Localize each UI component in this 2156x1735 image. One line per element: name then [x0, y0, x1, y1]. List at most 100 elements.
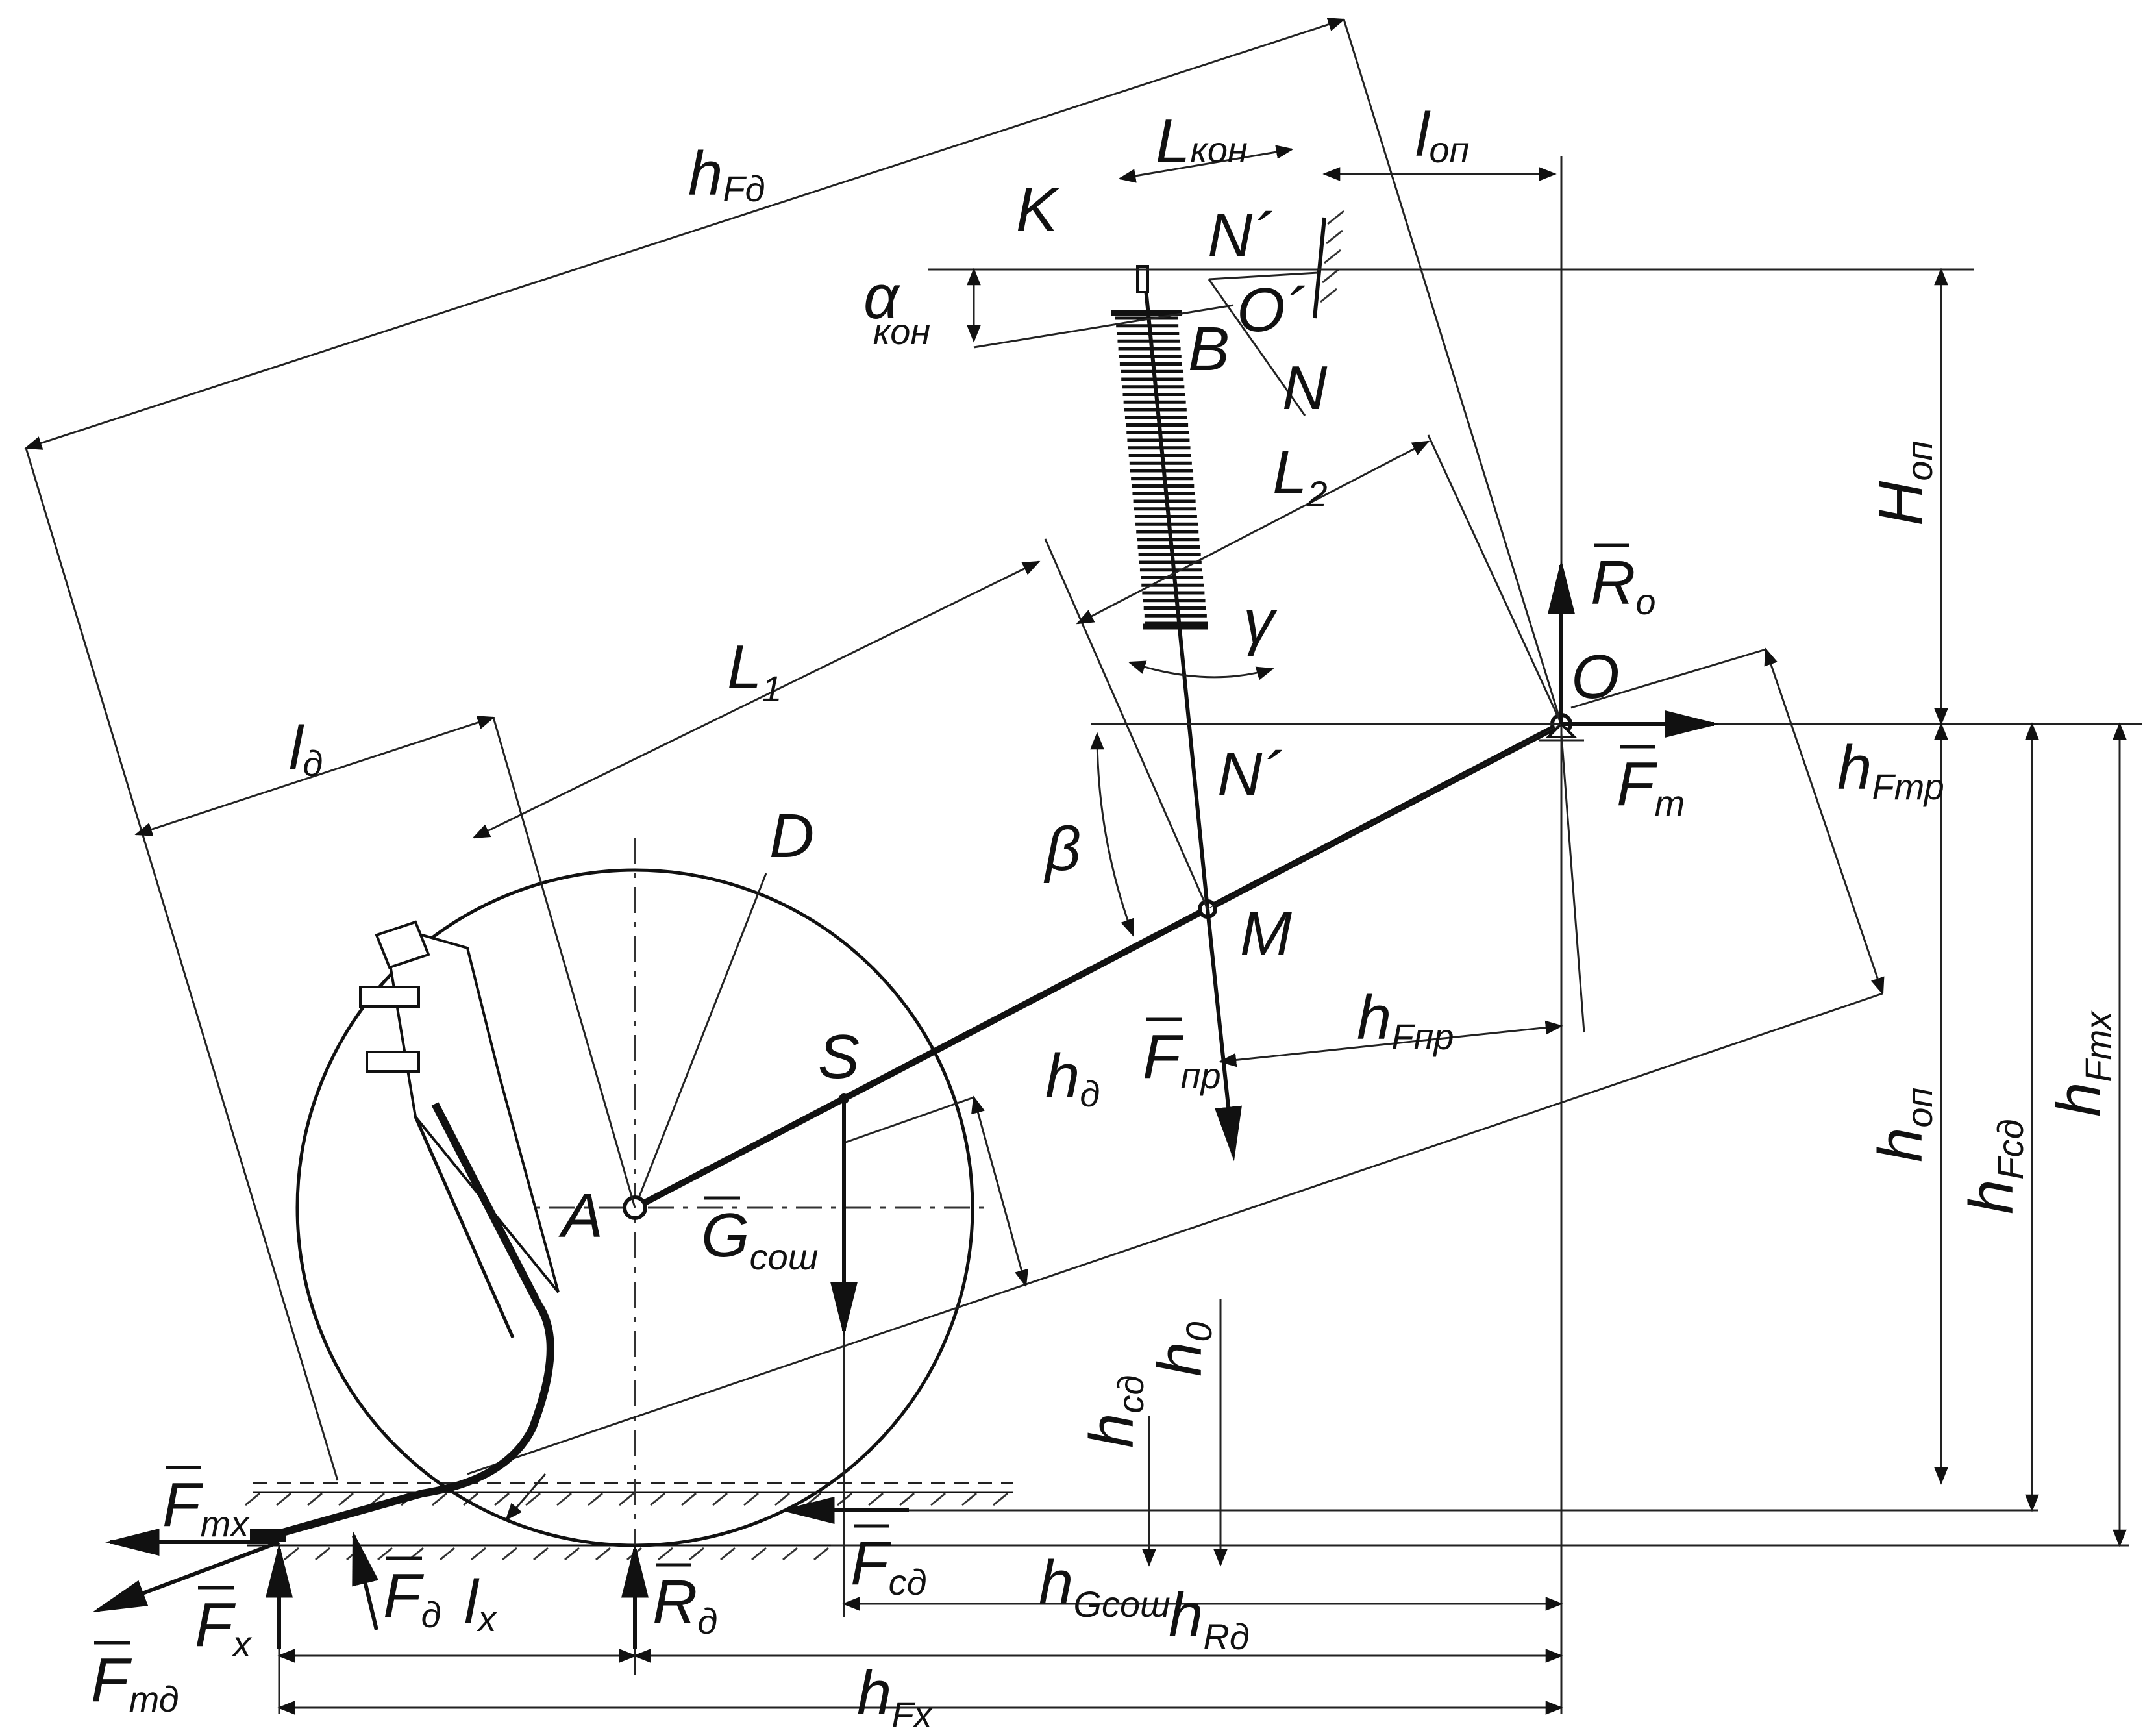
svg-text:L2: L2	[1272, 438, 1328, 514]
label-l-op: l	[1415, 100, 1431, 169]
svg-text:Fт: Fт	[1617, 749, 1685, 823]
ground-hatch	[993, 1492, 1008, 1506]
ground-hatch	[369, 1492, 385, 1506]
ground-hatch	[774, 1492, 790, 1506]
h-Ftr-dimension	[1764, 647, 1885, 995]
ground-hatch	[494, 1492, 510, 1506]
ground-hatch	[588, 1492, 603, 1506]
label-K: K	[1016, 175, 1060, 244]
ground-hatch	[868, 1492, 884, 1506]
hFd-dimension	[24, 18, 1346, 450]
ground-hatch	[315, 1547, 330, 1561]
label-h-Fd: h	[688, 139, 723, 208]
ground-hatch	[533, 1547, 549, 1561]
h-Fpr-dimension	[1219, 1020, 1563, 1067]
l-d-dimension	[134, 716, 495, 836]
ground-hatch	[658, 1547, 673, 1561]
label-h-Fpr: h	[1357, 983, 1391, 1053]
label-D: D	[769, 801, 814, 871]
label-h-Fx: h	[857, 1658, 891, 1728]
force-Ftd-arrow	[92, 1540, 280, 1612]
ground-hatch	[720, 1547, 736, 1561]
svg-text:Rд: Rд	[652, 1567, 717, 1641]
gamma-arc	[1128, 660, 1274, 680]
point-labels: O A M S D K B N N´ N´ O´ γ β	[558, 175, 1620, 1251]
svg-text:hоп: hоп	[1866, 1088, 1940, 1162]
ground-hatch	[564, 1547, 580, 1561]
ground-hatch	[619, 1492, 634, 1506]
ground-hatch	[961, 1492, 977, 1506]
L1-dimension	[472, 560, 1041, 839]
wall	[1313, 217, 1326, 319]
svg-text:Fд: Fд	[383, 1561, 441, 1635]
svg-text:hGсош: hGсош	[1039, 1548, 1171, 1625]
label-h-Ftr: h	[1837, 733, 1872, 803]
ground-hatch	[463, 1492, 478, 1506]
label-h-d: h	[1045, 1042, 1080, 1111]
label-l-d: l	[289, 714, 304, 783]
label-L2: L	[1272, 438, 1307, 507]
label-A: A	[558, 1181, 603, 1251]
beta-arc	[1090, 732, 1134, 937]
label-F-x: F	[195, 1590, 236, 1660]
ground-hatch	[284, 1547, 299, 1561]
label-R-d: R	[652, 1567, 697, 1637]
label-O: O	[1571, 642, 1620, 712]
ground-hatch	[743, 1492, 759, 1506]
svg-text:αкон: αкон	[863, 262, 930, 352]
label-S: S	[818, 1022, 860, 1092]
svg-text:Lкон: Lкон	[1156, 106, 1248, 176]
label-h-Fsd: h	[1957, 1180, 2026, 1214]
ground-hatch	[556, 1492, 572, 1506]
svg-text:hFпр: hFпр	[1357, 983, 1454, 1057]
label-M: M	[1240, 899, 1292, 968]
label-alpha-kon: α	[863, 262, 900, 332]
svg-text:Fx: Fx	[195, 1590, 253, 1664]
svg-text:hFx: hFx	[857, 1658, 934, 1732]
label-G-sosh: G	[701, 1201, 750, 1270]
ground-hatch	[471, 1547, 486, 1561]
ground-surface	[245, 1482, 1013, 1561]
ground-hatch	[899, 1492, 915, 1506]
L2-dimension	[1076, 440, 1430, 625]
label-N: N	[1282, 353, 1328, 423]
ground-hatch	[307, 1492, 323, 1506]
svg-text:Gсош: Gсош	[701, 1201, 818, 1277]
label-h-sd: h	[1077, 1414, 1146, 1448]
label-h-Rd: h	[1169, 1580, 1203, 1650]
svg-text:lд: lд	[289, 714, 323, 784]
ground-hatch	[595, 1547, 611, 1561]
label-l-x: l	[464, 1567, 480, 1637]
label-F-pr: F	[1143, 1022, 1184, 1092]
svg-text:L1: L1	[727, 632, 782, 709]
ground-hatch	[681, 1492, 697, 1506]
label-beta: β	[1043, 814, 1081, 884]
label-H-op: H	[1866, 481, 1935, 526]
ground-hatch	[930, 1492, 946, 1506]
force-labels: Ro Fт Fпр Gсош Fсд Fтх Fтд Fx Fд Rд	[91, 543, 1685, 1719]
svg-text:hсд: hсд	[1077, 1375, 1151, 1448]
ground-hatch	[650, 1492, 665, 1506]
svg-text:Fпр: Fпр	[1143, 1022, 1221, 1096]
label-O-prime: O´	[1237, 275, 1306, 345]
svg-text:hFтх: hFтх	[2044, 1010, 2118, 1117]
label-R-o: R	[1591, 548, 1635, 618]
label-L1: L	[727, 632, 762, 702]
svg-text:Fсд: Fсд	[850, 1529, 927, 1603]
label-N-prime-mid: N´	[1217, 740, 1283, 809]
ground-hatch	[689, 1547, 704, 1561]
svg-text:hд: hд	[1045, 1042, 1100, 1114]
label-N-prime-top: N´	[1208, 201, 1273, 270]
svg-text:h0: h0	[1145, 1321, 1219, 1377]
label-h-op: h	[1866, 1128, 1935, 1162]
svg-text:lx: lx	[464, 1567, 497, 1639]
h-d-dimension	[971, 1095, 1028, 1288]
svg-text:lоп: lоп	[1415, 100, 1469, 170]
ground-hatch	[813, 1547, 829, 1561]
ground-hatch	[338, 1492, 354, 1506]
ground-hatch	[525, 1492, 541, 1506]
svg-text:hFсд: hFсд	[1957, 1119, 2031, 1214]
label-h-Gsosh: h	[1039, 1548, 1073, 1617]
